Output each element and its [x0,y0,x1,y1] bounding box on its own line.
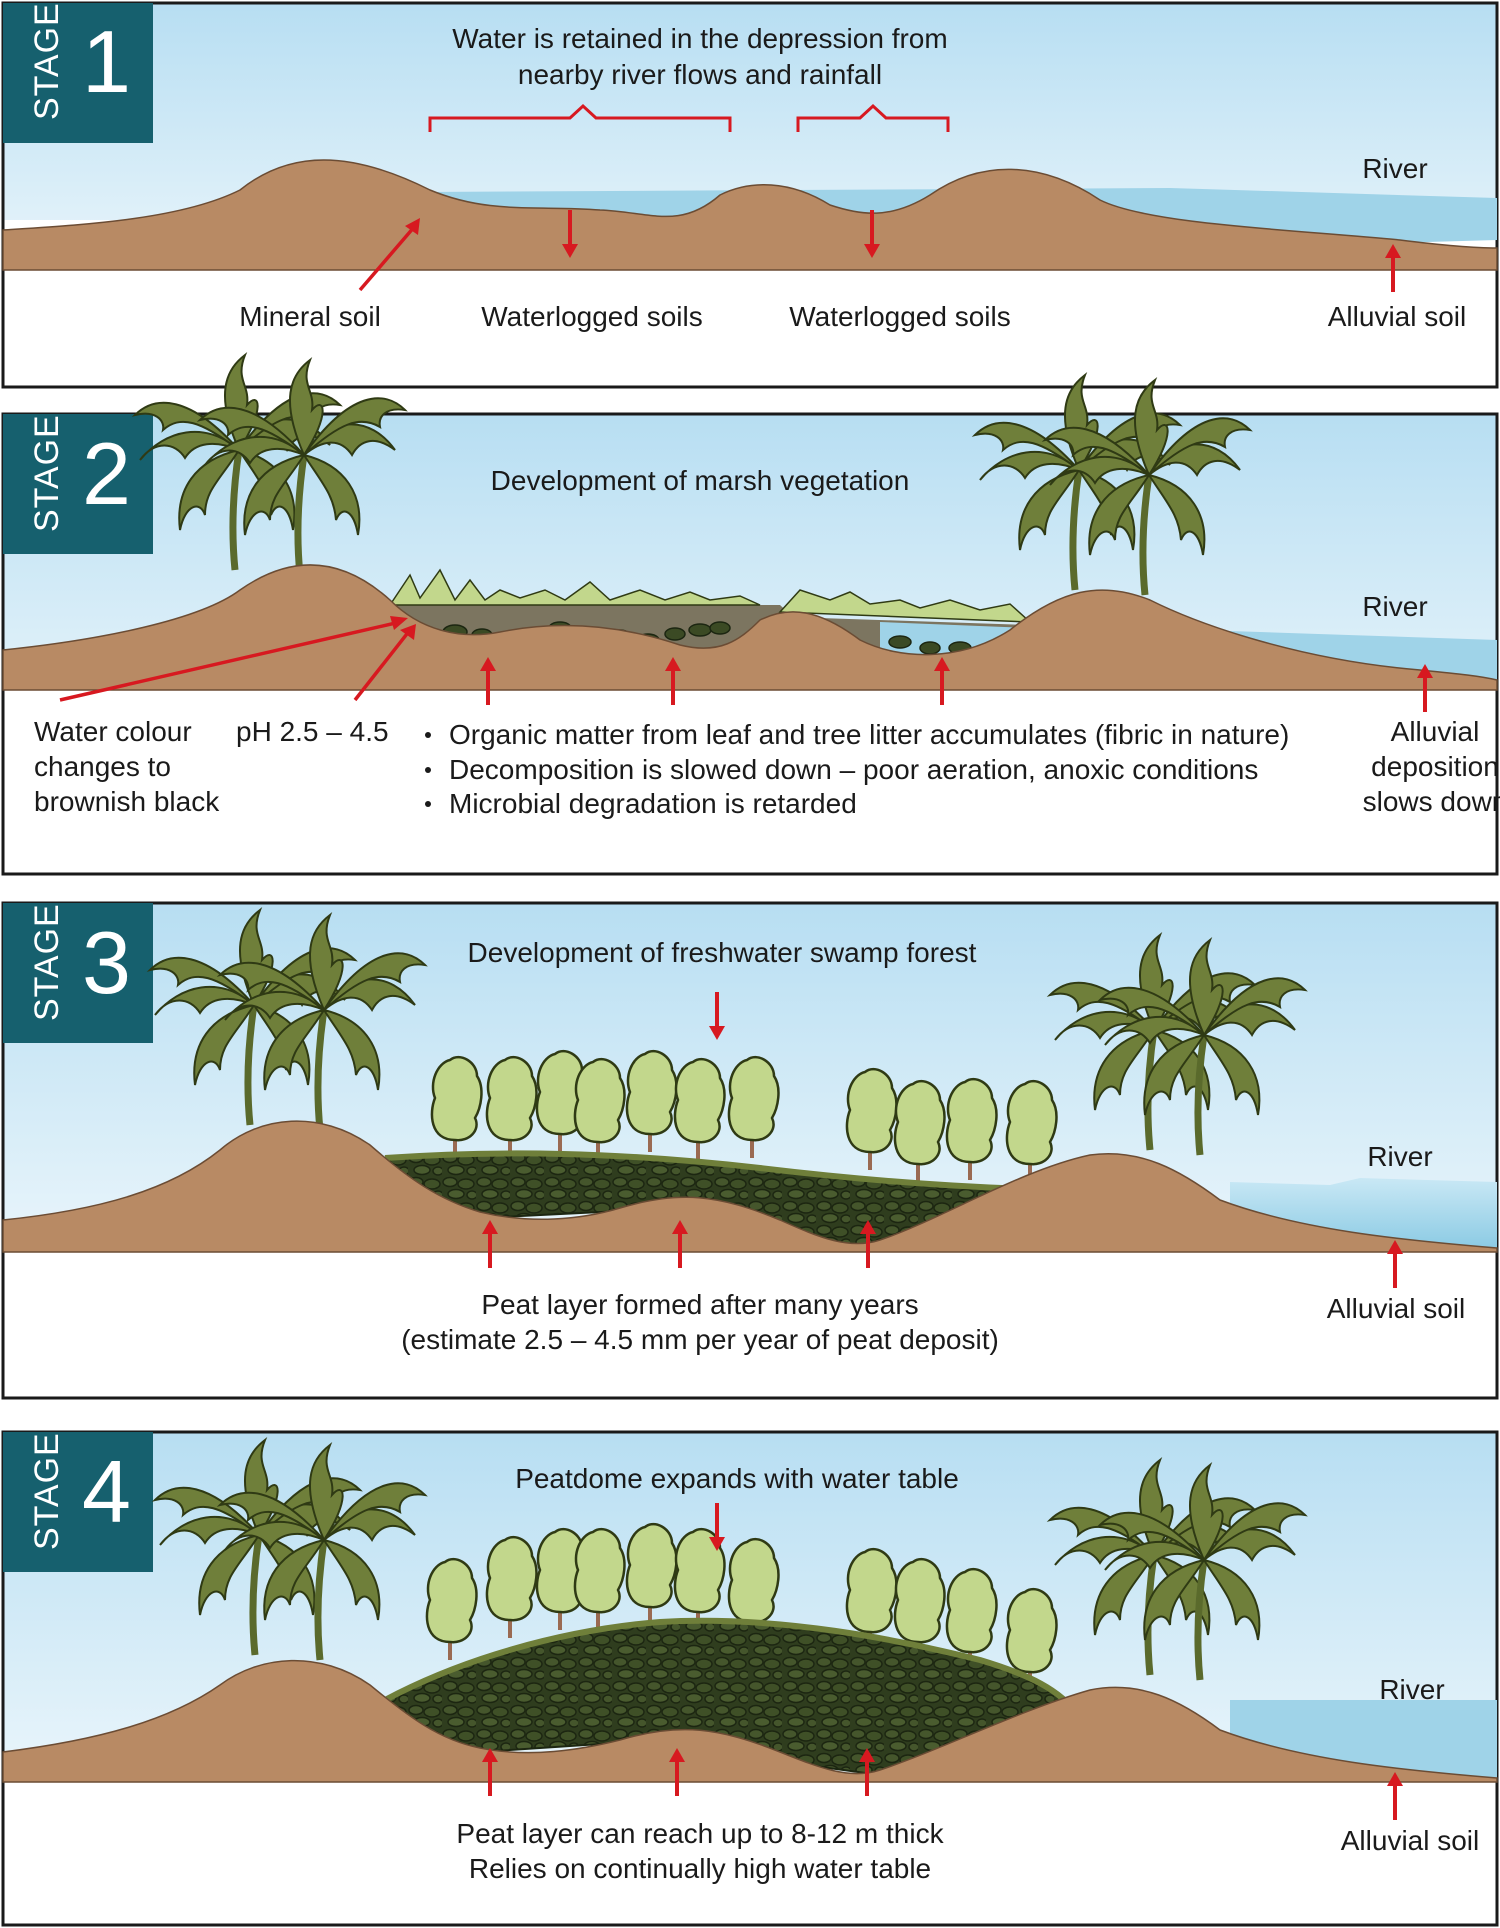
stage-3-title: Development of freshwater swamp forest [468,937,977,968]
mineral-soil [2,159,1498,271]
stage-2-badge [3,414,153,554]
stage-3-badge [3,903,153,1043]
stage-4-title: Peatdome expands with water table [515,1463,959,1494]
alluvial-line3: slows down [1363,786,1500,817]
stage-1-word: STAGE [28,2,66,120]
stage-4-river-label: River [1379,1674,1444,1705]
peat-layer-line1: Peat layer can reach up to 8-12 m thick [456,1818,944,1849]
stage-1-panel: STAGE 1 Water is retained in the depress… [1,1,1499,389]
peat-layer-line1: Peat layer formed after many years [481,1289,918,1320]
stage-3-panel: STAGE 3 Development of freshwater swamp … [1,901,1499,1400]
stage-1-annotation-line2: nearby river flows and rainfall [518,59,882,90]
mineral-soil-label: Mineral soil [239,301,381,332]
ph-range: pH 2.5 – 4.5 [236,716,389,747]
stage-3-number: 3 [82,913,131,1012]
marsh-vegetation [388,568,761,606]
water-colour-line1: Water colour [34,716,192,747]
stage-3-word: STAGE [28,903,66,1021]
bullet-1: Organic matter from leaf and tree litter… [449,719,1289,750]
bracket-right [796,103,950,132]
water-colour-line2: changes to [34,751,171,782]
peat-layer-line2: Relies on continually high water table [469,1853,931,1884]
stage-2-river-label: River [1362,591,1427,622]
stage-3-river-label: River [1367,1141,1432,1172]
mineral-soil [2,1120,1498,1253]
mineral-soil [2,1659,1498,1783]
stage-4-badge [3,1432,153,1572]
bullet-3: Microbial degradation is retarded [449,788,857,819]
alluvial-line1: Alluvial [1391,716,1480,747]
stage-1-river-label: River [1362,153,1427,184]
alluvial-line2: deposition [1371,751,1499,782]
stage-2-panel: STAGE 2 Development of marsh vegetation … [1,355,1500,876]
stage-2-title: Development of marsh vegetation [491,465,910,496]
alluvial-soil-label: Alluvial soil [1327,1293,1466,1324]
mineral-soil [2,564,1498,691]
waterlogged-soils-label-1: Waterlogged soils [481,301,703,332]
bullet-2: Decomposition is slowed down – poor aera… [449,754,1258,785]
waterlogged-soils-label-2: Waterlogged soils [789,301,1011,332]
stage-1-number: 1 [82,12,131,111]
water-colour-line3: brownish black [34,786,220,817]
alluvial-soil-label: Alluvial soil [1328,301,1467,332]
stage-4-panel: STAGE 4 Peatdome expands with water tabl… [1,1430,1499,1927]
bracket-left [428,103,732,132]
stage-4-word: STAGE [28,1432,66,1550]
peat-layer-line2: (estimate 2.5 – 4.5 mm per year of peat … [401,1324,999,1355]
stage-1-badge [3,3,153,143]
alluvial-soil-label: Alluvial soil [1341,1825,1480,1856]
stage-2-number: 2 [82,424,131,523]
stage-4-number: 4 [82,1442,131,1541]
stage-2-word: STAGE [28,414,66,532]
stage-1-annotation-line1: Water is retained in the depression from [452,23,947,54]
